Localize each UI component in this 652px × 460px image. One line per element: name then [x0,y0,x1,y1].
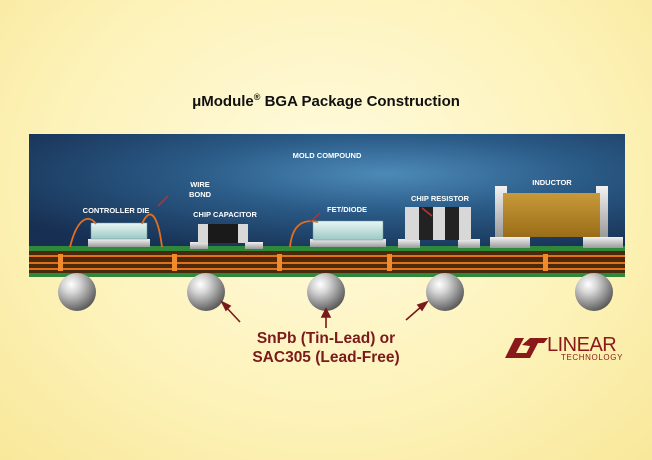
chip-capacitor-label: CHIP CAPACITOR [193,210,257,219]
solder-ball [426,273,464,311]
solder-ball [307,273,345,311]
substrate [29,246,625,277]
page-title: μModule® BGA Package Construction [0,92,652,110]
title-rest: BGA Package Construction [260,93,460,110]
via [277,254,282,271]
wire-label: WIRE [190,180,210,189]
wire-bond-right [141,213,163,248]
logo-name: LINEAR [547,334,616,356]
via [387,254,392,271]
bond-label: BOND [189,190,212,199]
chip-resistor [398,207,480,248]
inductor-label: INDUCTOR [532,178,572,187]
solder-line2: SAC305 (Lead-Free) [252,349,399,366]
logo-sub: TECHNOLOGY [561,353,623,362]
linear-technology-logo: LINEAR TECHNOLOGY [505,334,623,362]
wire-bond-pointer [157,195,169,207]
via [58,254,63,271]
solder-line1: SnPb (Tin-Lead) or [257,330,395,347]
solder-ball [187,273,225,311]
solder-ball [575,273,613,311]
controller-die [88,222,150,247]
fet-wire-bond [289,220,319,248]
fet-diode-label: FET/DIODE [327,205,367,214]
fet-diode [310,220,386,247]
chip-resistor-label: CHIP RESISTOR [411,194,470,203]
mold-compound-label: MOLD COMPOUND [293,151,362,160]
controller-die-label: CONTROLLER DIE [83,206,150,215]
title-main: μModule [192,93,254,110]
via [543,254,548,271]
chip-capacitor [190,224,263,249]
title-registered: ® [253,92,261,102]
solder-arrows [220,300,429,328]
inductor [490,186,623,248]
wire-bond-left [69,217,97,248]
resistor-pointer [421,207,433,217]
fet-pointer [309,212,321,223]
solder-balls [58,273,613,311]
via [172,254,177,271]
logo-mark-t [522,338,548,358]
solder-ball [58,273,96,311]
logo-mark [505,338,530,358]
